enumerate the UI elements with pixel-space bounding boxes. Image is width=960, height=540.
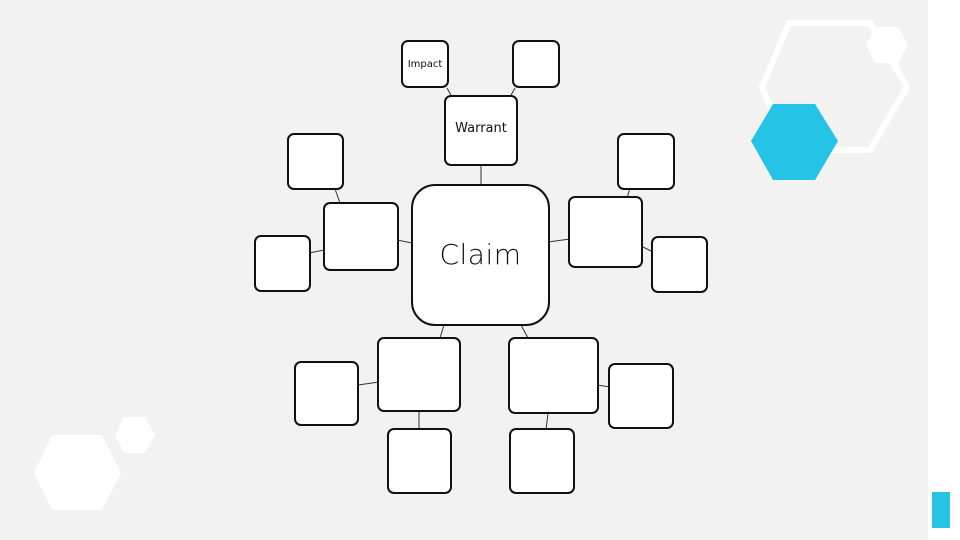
link-bottomright-right — [596, 384, 611, 388]
node-bottom-left-down — [387, 428, 452, 494]
hexagon-white-small-top — [866, 27, 908, 63]
link-claim-bottomright — [520, 324, 529, 339]
node-claim: Claim — [411, 184, 550, 326]
link-claim-left — [396, 239, 413, 244]
link-bottomright-down — [545, 412, 549, 431]
impact-label: Impact — [407, 59, 443, 70]
link-bottomleft-left — [357, 381, 380, 386]
right-edge-strip — [928, 0, 960, 540]
link-left-farleft — [308, 249, 325, 254]
node-far-right — [651, 236, 708, 293]
node-left — [323, 202, 399, 271]
warrant-label: Warrant — [455, 121, 507, 136]
node-bottom-far-right — [608, 363, 674, 429]
accent-bar — [932, 492, 950, 528]
node-warrant: Warrant — [444, 95, 518, 166]
node-upper-right — [617, 133, 675, 190]
link-left-upperleft — [334, 188, 341, 204]
node-bottom-far-left — [294, 361, 359, 426]
node-impact: Impact — [401, 40, 449, 88]
node-far-left — [254, 235, 311, 292]
claim-label: Claim — [439, 238, 522, 271]
hexagon-outline-large — [758, 20, 911, 153]
link-claim-bottomleft — [439, 324, 445, 339]
link-claim-right — [547, 238, 571, 243]
node-right — [568, 196, 643, 268]
hexagon-white-small-bottom — [115, 417, 155, 453]
hexagon-cyan — [751, 104, 838, 180]
node-upper-left — [287, 133, 344, 190]
node-bottom-left — [377, 337, 461, 412]
node-bottom-right — [508, 337, 599, 414]
node-top-right — [512, 40, 560, 88]
node-bottom-right-down — [509, 428, 575, 494]
hexagon-white-large-bottom — [34, 435, 121, 510]
